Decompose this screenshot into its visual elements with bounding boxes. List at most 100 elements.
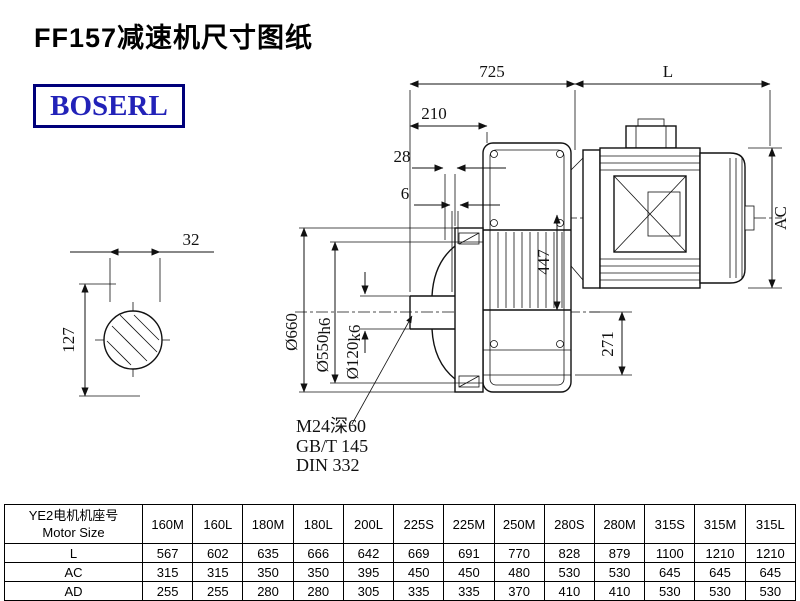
dim-dia-120: Ø120k6 (343, 272, 410, 379)
row-label: AD (4, 581, 143, 601)
table-cell: 530 (744, 581, 797, 601)
table-row-AC: AC 315 315 350 350 395 450 450 480 530 5… (4, 562, 797, 582)
table-cell: 450 (443, 562, 495, 582)
dim-label-dia660: Ø660 (282, 313, 301, 351)
col-header: 315S (644, 504, 696, 544)
table-cell: 315 (192, 562, 244, 582)
table-cell: 691 (443, 543, 495, 563)
table-cell: 370 (493, 581, 545, 601)
table-cell: 255 (141, 581, 194, 601)
table-cell: 280 (242, 581, 294, 601)
dim-label-447: 447 (534, 249, 553, 275)
fan-shaft-cap (744, 205, 755, 231)
dim-AC: AC (748, 147, 790, 289)
dim-label-AC: AC (771, 206, 790, 230)
fan-cover (699, 152, 746, 284)
table-cell: 770 (493, 543, 545, 563)
col-header: 280S (543, 504, 595, 544)
table-cell: 480 (493, 562, 545, 582)
table-cell: 530 (543, 562, 595, 582)
gearbox-housing (482, 142, 572, 393)
table-cell: 1100 (644, 543, 696, 563)
table-header-row: YE2电机机座号 Motor Size 160M 160L 180M 180L … (4, 504, 797, 544)
table-cell: 669 (393, 543, 445, 563)
table-row-L: L 567 602 635 666 642 669 691 770 828 87… (4, 543, 797, 563)
col-header: 315L (744, 504, 797, 544)
table-cell: 879 (593, 543, 646, 563)
gearbox-assembly (295, 118, 782, 393)
output-flange (431, 227, 484, 393)
dim-32: 32 (70, 230, 214, 302)
dim-label-210: 210 (421, 104, 447, 123)
col-header: 200L (342, 504, 395, 544)
table-cell: 350 (292, 562, 344, 582)
table-cell: 645 (744, 562, 797, 582)
dim-label-6: 6 (401, 184, 410, 203)
table-corner-cell: YE2电机机座号 Motor Size (4, 504, 143, 544)
shaft-end-view: 32 127 (59, 230, 214, 397)
dim-label-271: 271 (598, 331, 617, 357)
output-shaft (409, 295, 455, 330)
boserl-logo: BOSERL (33, 84, 185, 128)
table-cell: 315 (141, 562, 194, 582)
col-header: 180M (242, 504, 294, 544)
header-line1: YE2电机机座号 (28, 508, 119, 523)
row-label: AC (4, 562, 143, 582)
table-cell: 645 (694, 562, 746, 582)
dim-label-32: 32 (183, 230, 200, 249)
table-cell: 530 (644, 581, 696, 601)
dim-L: L (574, 62, 771, 146)
technical-drawing: 32 127 (59, 62, 790, 475)
shaft-circle (103, 310, 163, 370)
table-cell: 255 (192, 581, 244, 601)
table-cell: 335 (443, 581, 495, 601)
table-cell: 335 (393, 581, 445, 601)
row-label: L (4, 543, 143, 563)
table-cell: 635 (242, 543, 294, 563)
table-cell: 410 (593, 581, 646, 601)
terminal-box-cap (637, 118, 665, 127)
thread-note: M24深60 GB/T 145 DIN 332 (296, 315, 413, 475)
dim-447: 447 (534, 214, 561, 311)
table-cell: 305 (342, 581, 395, 601)
dim-label-28: 28 (394, 147, 411, 166)
table-cell: 350 (242, 562, 294, 582)
dim-6: 6 (401, 184, 500, 292)
note-m24: M24深60 (296, 416, 366, 436)
table-cell: 450 (393, 562, 445, 582)
col-header: 280M (593, 504, 646, 544)
dim-label-dia550: Ø550h6 (313, 318, 334, 373)
dim-label-725: 725 (479, 62, 505, 81)
table-cell: 530 (593, 562, 646, 582)
dim-dia-660: Ø660 (282, 227, 455, 393)
col-header: 160L (192, 504, 244, 544)
dim-dia-550: Ø550h6 (313, 241, 455, 384)
col-header: 250M (493, 504, 545, 544)
table-cell: 828 (543, 543, 595, 563)
table-cell: 530 (694, 581, 746, 601)
dim-label-127: 127 (59, 327, 78, 353)
dim-127: 127 (59, 283, 140, 397)
dim-210: 210 (409, 104, 488, 143)
col-header: 315M (694, 504, 746, 544)
note-gbt145: GB/T 145 (296, 436, 368, 456)
table-cell: 645 (644, 562, 696, 582)
table-cell: 1210 (744, 543, 797, 563)
dim-label-dia120: Ø120k6 (343, 325, 364, 380)
header-line2: Motor Size (42, 525, 105, 540)
motor-body (599, 147, 701, 289)
stator-block (613, 175, 687, 253)
terminal-box (625, 125, 677, 149)
table-cell: 395 (342, 562, 395, 582)
col-header: 225M (443, 504, 495, 544)
col-header: 180L (292, 504, 344, 544)
table-cell: 666 (292, 543, 344, 563)
table-cell: 280 (292, 581, 344, 601)
dim-271: 271 (575, 311, 632, 376)
table-cell: 567 (141, 543, 194, 563)
table-cell: 410 (543, 581, 595, 601)
table-cell: 1210 (694, 543, 746, 563)
page-title: FF157减速机尺寸图纸 (34, 23, 314, 53)
col-header: 225S (393, 504, 445, 544)
motor (599, 118, 755, 289)
